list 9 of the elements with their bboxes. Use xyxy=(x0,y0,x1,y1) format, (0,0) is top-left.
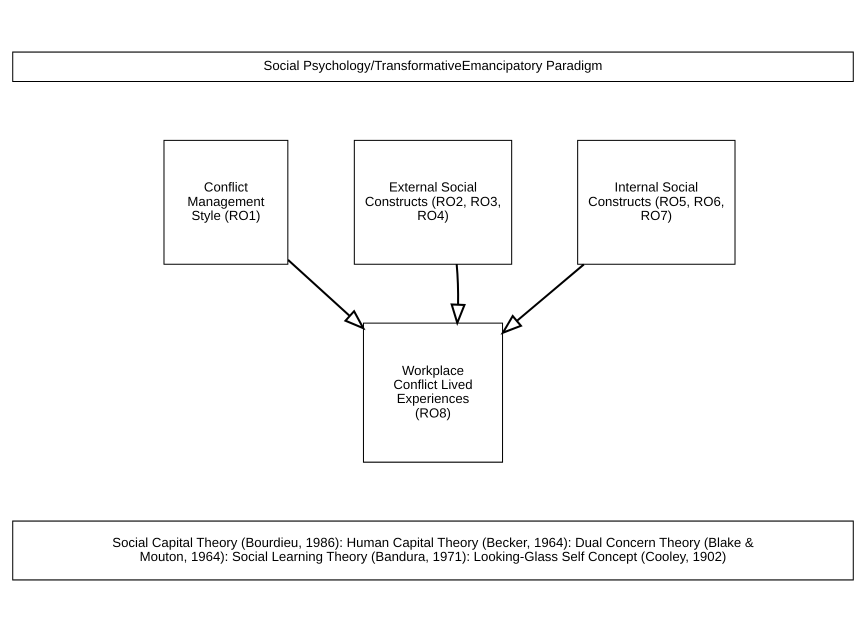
node-box: Workplace Conflict Lived Experiences (RO8) xyxy=(362,322,504,462)
node-box: External Social Constructs (RO2, RO3, RO4) xyxy=(354,139,512,264)
node-box: Social Psychology/TransformativeEmancipatory Paradigm xyxy=(12,51,854,82)
node-box: Internal Social Constructs (RO5, RO6, RO7) xyxy=(577,139,736,264)
arrow xyxy=(287,258,366,330)
node-box: Social Capital Theory (Bourdieu, 1986): Human Capital Theory (Becker, 1964): Dual Concern Theory (Blake & Mouton, 1964): Social Learning Theory (Bandura, 1971): Looking-Glass Self Concept (Cooley, 1902) xyxy=(12,520,854,580)
arrow xyxy=(450,264,466,326)
node-box: Conflict Management Style (RO1) xyxy=(163,139,288,264)
arrow xyxy=(500,263,584,334)
